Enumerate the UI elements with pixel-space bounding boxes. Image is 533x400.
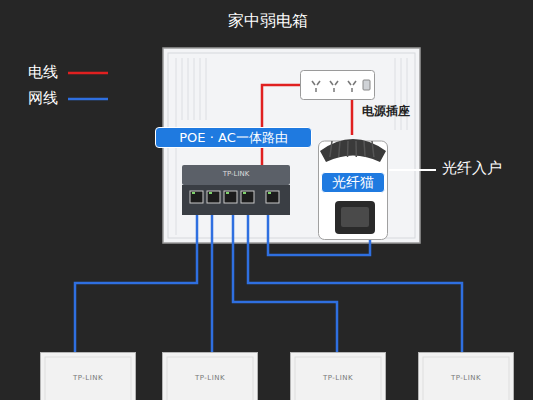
callout-label: 光纤入户 xyxy=(442,159,502,177)
network-wire xyxy=(75,215,197,352)
fiber-modem: 光纤猫 xyxy=(318,135,388,240)
brand-text: TP-LINK xyxy=(182,170,290,178)
box-heading: 家中弱电箱 xyxy=(228,11,308,30)
legend-text: 电线 xyxy=(28,63,58,81)
modem-label: 光纤猫 xyxy=(321,172,385,193)
router-label: POE · AC一体路由 xyxy=(155,127,312,148)
weak-current-box: 电源插座POE · AC一体路由TP-LINK光纤猫家中弱电箱 xyxy=(163,48,420,243)
legend-power-sample xyxy=(68,72,108,75)
fiber-line xyxy=(389,169,436,171)
panel-ap: TP-LINK xyxy=(418,352,514,400)
legend-text: 网线 xyxy=(28,89,58,107)
brand-text: TP-LINK xyxy=(290,374,386,382)
strip-label: 电源插座 xyxy=(362,104,410,118)
panel-ap: TP-LINK xyxy=(162,352,258,400)
panel-ap: TP-LINK xyxy=(290,352,386,400)
network-wire xyxy=(211,215,214,352)
power-strip: 电源插座 xyxy=(300,70,375,100)
power-wire xyxy=(351,100,354,135)
panel-ap: TP-LINK xyxy=(40,352,136,400)
poe-ac-router: POE · AC一体路由TP-LINK xyxy=(182,165,290,215)
brand-text: TP-LINK xyxy=(40,374,136,382)
legend-network-sample xyxy=(68,98,108,101)
brand-text: TP-LINK xyxy=(418,374,514,382)
brand-text: TP-LINK xyxy=(162,374,258,382)
power-wire xyxy=(262,85,300,165)
power-strip-art xyxy=(300,70,375,100)
